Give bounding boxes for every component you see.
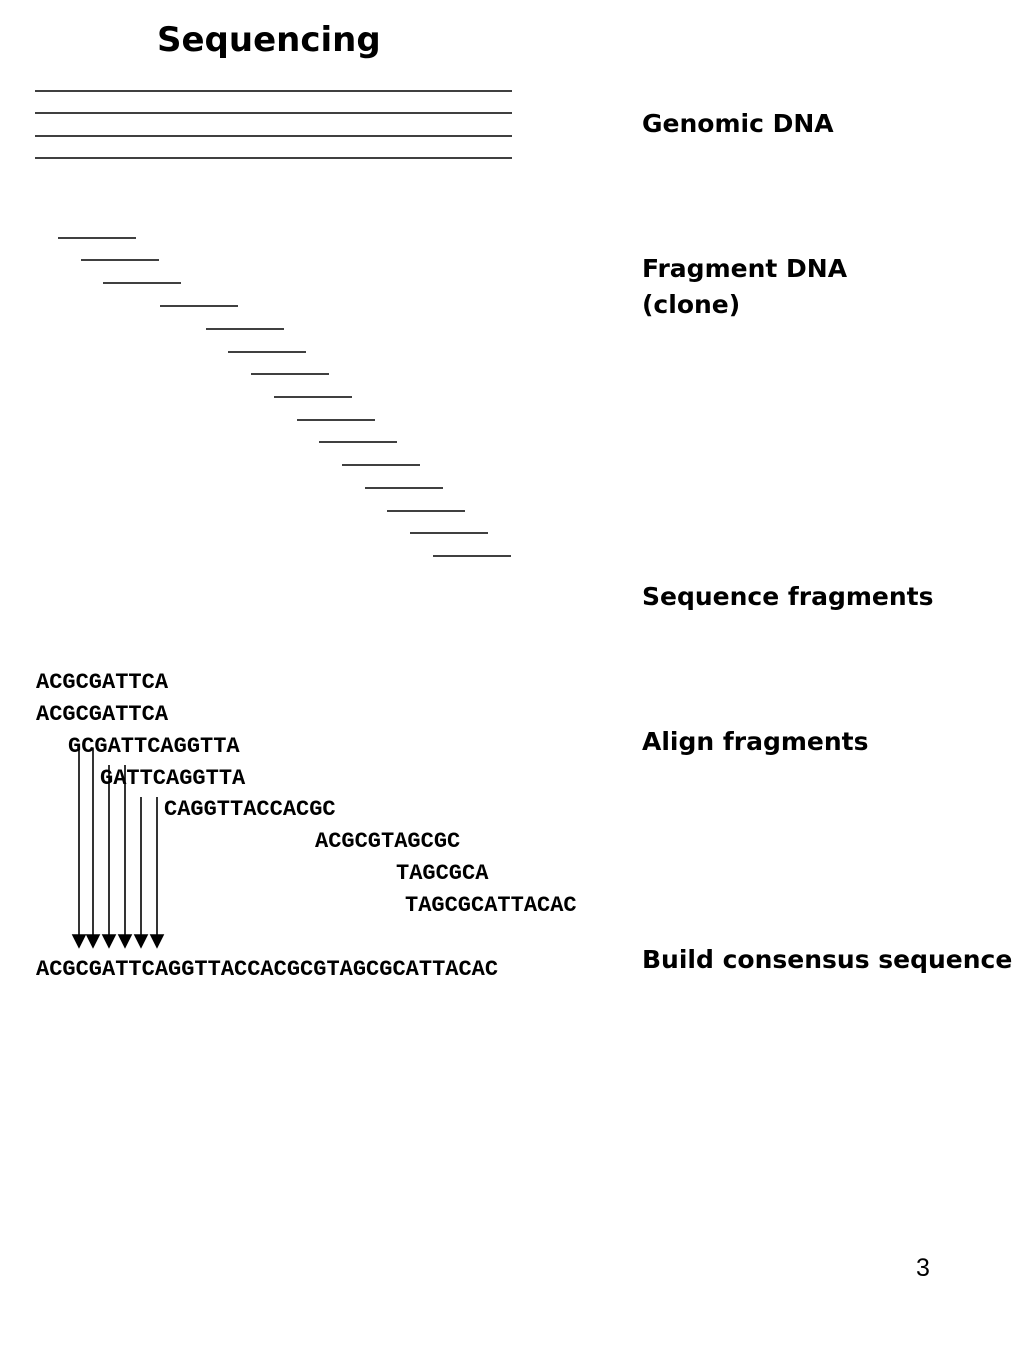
label-align-fragments: Align fragments	[642, 727, 869, 756]
arrow-head	[133, 934, 149, 949]
sequence-read: ACGCGATTCA	[36, 670, 169, 695]
fragment-lines	[58, 237, 511, 557]
arrow-head	[149, 934, 165, 949]
label-fragment-clone: (clone)	[642, 290, 741, 319]
sequence-read: GATTCAGGTTA	[100, 766, 246, 791]
sequence-read: TAGCGCATTACAC	[405, 893, 577, 918]
consensus-sequence: ACGCGATTCAGGTTACCACGCGTAGCGCATTACAC	[36, 957, 499, 982]
arrow-head	[71, 934, 87, 949]
sequence-read: TAGCGCA	[396, 861, 489, 886]
label-build-consensus: Build consensus sequence	[642, 945, 1013, 974]
arrow-head	[85, 934, 101, 949]
sequence-read: ACGCGTAGCGC	[315, 829, 461, 854]
sequence-read: GCGATTCAGGTTA	[68, 734, 240, 759]
sequence-read: CAGGTTACCACGC	[164, 797, 336, 822]
page-number: 3	[916, 1254, 930, 1282]
alignment-arrows	[71, 748, 165, 949]
arrow-head	[117, 934, 133, 949]
sequence-read: ACGCGATTCA	[36, 702, 169, 727]
arrow-head	[101, 934, 117, 949]
label-genomic-dna: Genomic DNA	[642, 109, 834, 138]
label-fragment-dna: Fragment DNA	[642, 254, 848, 283]
label-sequence-fragments: Sequence fragments	[642, 582, 934, 611]
genomic-dna-lines	[35, 90, 512, 159]
page-title: Sequencing	[157, 20, 381, 60]
